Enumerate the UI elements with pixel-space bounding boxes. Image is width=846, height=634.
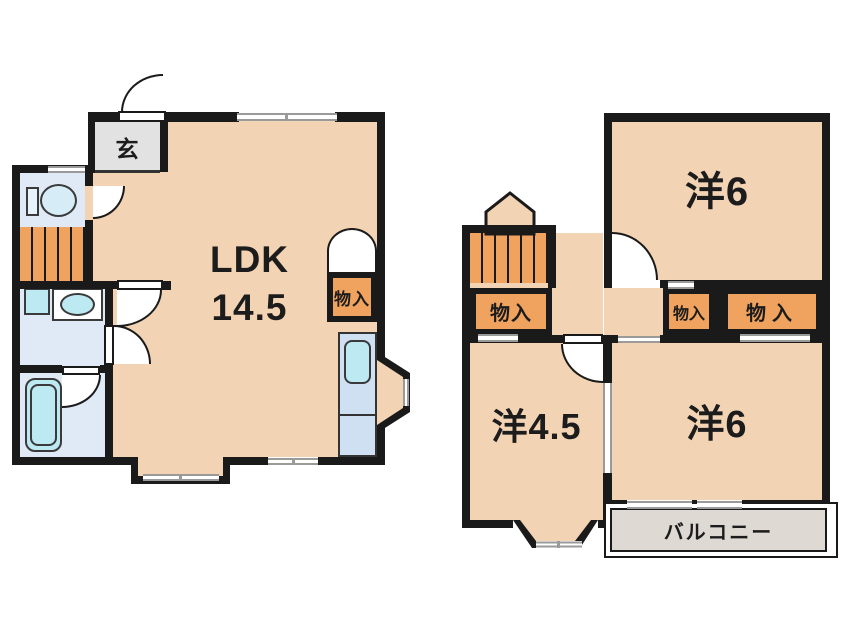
entrance-door-leaf	[118, 111, 166, 122]
ldk-size-label: 14.5	[211, 287, 288, 328]
bedroom-right	[612, 343, 822, 500]
closet-1f-label: 物入	[334, 289, 370, 309]
entrance-room	[95, 121, 160, 170]
bedroom-right-sliding-door	[618, 336, 660, 343]
ldk-label: LDK	[209, 239, 290, 280]
vanity-sink-icon	[60, 293, 95, 316]
entrance-label: 玄	[115, 136, 140, 162]
closet-door-arc	[327, 228, 377, 274]
partition-window	[603, 383, 612, 473]
hall-door-leaf	[117, 280, 163, 290]
bay-window-2f	[513, 520, 598, 548]
closet-2f-left: 物入	[470, 288, 552, 335]
closet-right-opening	[740, 334, 810, 342]
bedroom-left-label: 洋4.5	[491, 406, 582, 447]
bedroom-top-label: 洋6	[684, 170, 750, 214]
stairs-up-arrow-icon	[484, 191, 536, 236]
stairs-2f	[470, 233, 548, 283]
entrance-door-arc	[121, 74, 163, 112]
toilet-window	[48, 166, 85, 173]
closet-left-opening	[478, 334, 518, 342]
bedroom-right-label: 洋6	[686, 403, 748, 446]
toilet-bowl-icon	[40, 184, 77, 217]
balcony-window	[627, 501, 692, 509]
entrance-step-line	[95, 170, 160, 173]
bedroom-left-door-leaf	[563, 334, 603, 344]
closet-2f-middle: 物入	[663, 288, 715, 335]
closet-1f: 物入	[327, 272, 377, 322]
washroom-door-leaf	[104, 325, 114, 365]
hall-2f-passage	[604, 288, 663, 343]
kitchen-sink-icon	[344, 340, 371, 384]
stairs-1f	[20, 227, 85, 283]
balcony: バルコニー	[610, 508, 827, 552]
bay-window-right	[377, 352, 410, 433]
bathroom-door-leaf	[62, 366, 100, 375]
closet-middle-opening	[668, 281, 694, 289]
toilet-tank-icon	[26, 187, 39, 216]
counter-divider	[338, 414, 377, 416]
washing-machine-icon	[24, 288, 50, 315]
bathtub-inner-line	[30, 384, 57, 446]
closet-2f-right: 物入	[722, 288, 822, 335]
balcony-window	[697, 501, 742, 509]
